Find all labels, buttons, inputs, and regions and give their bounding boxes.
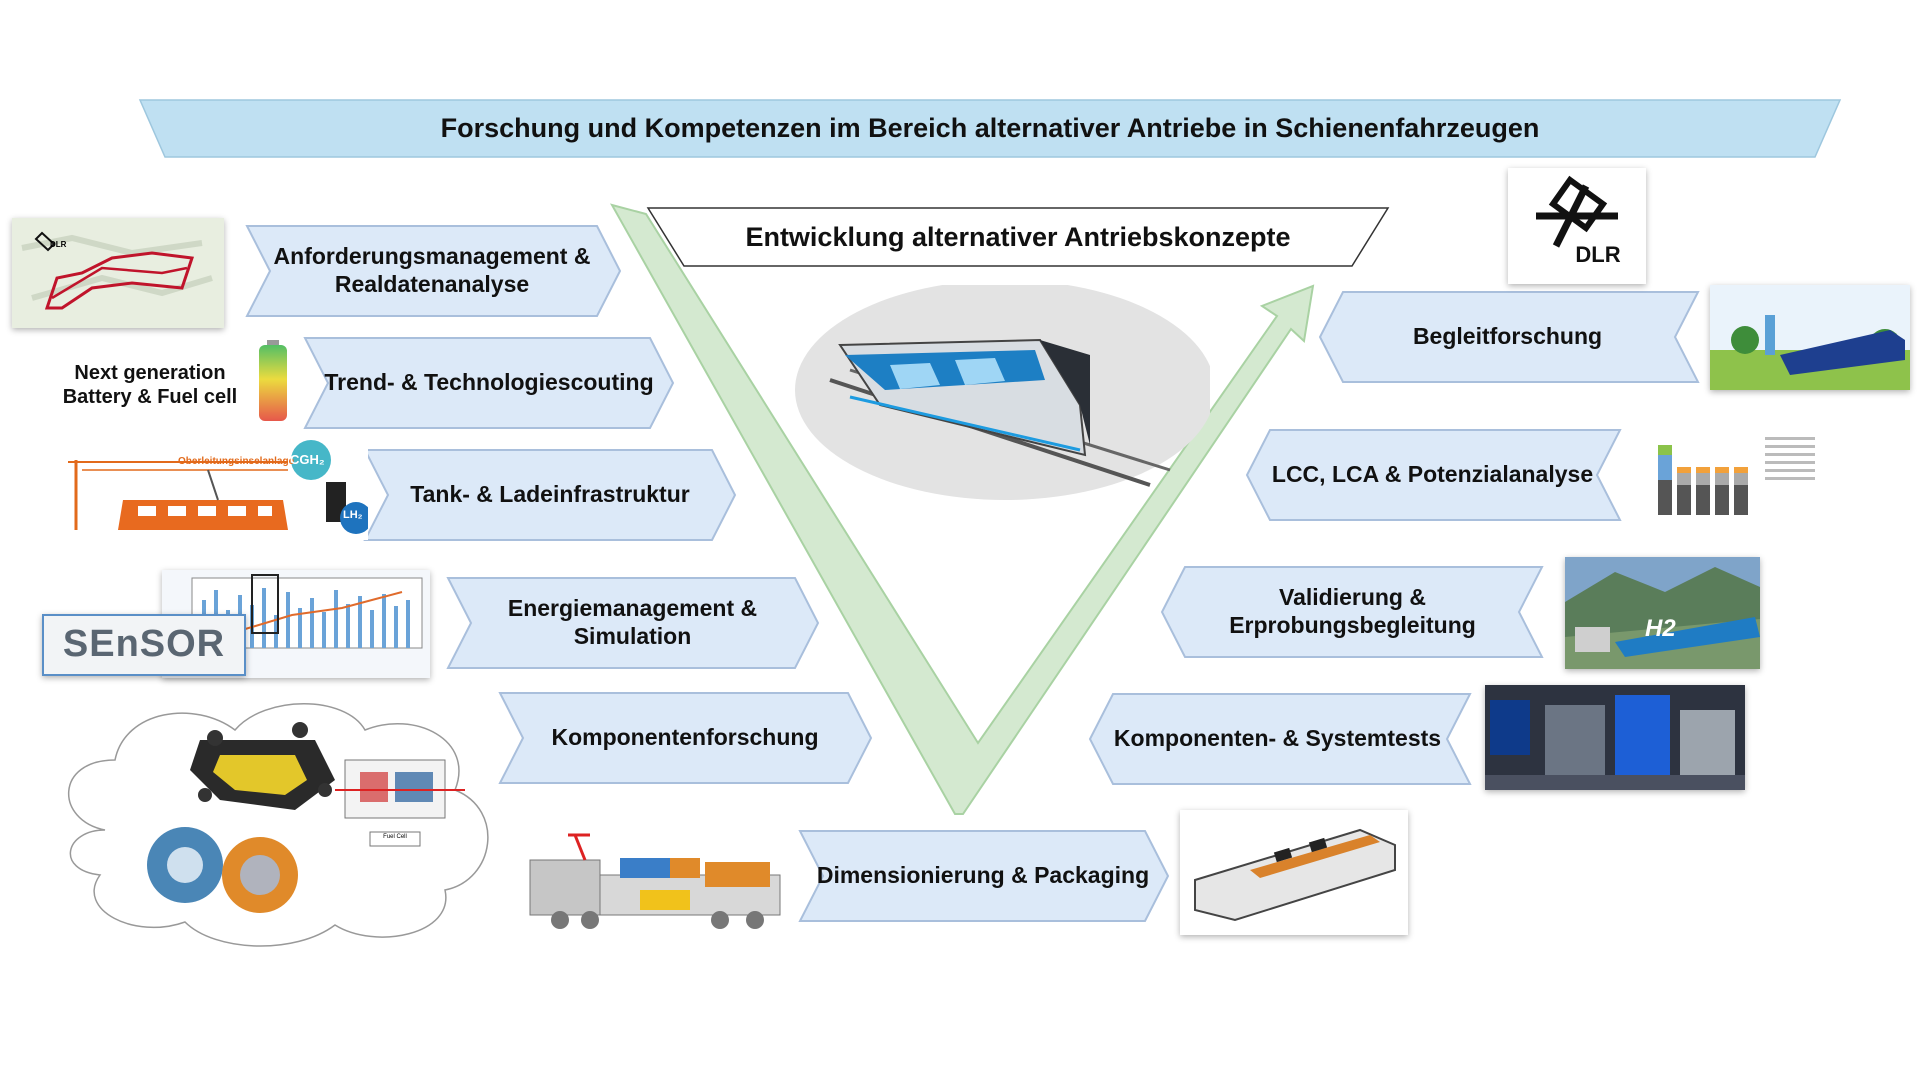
step-shape-tank (363, 449, 737, 541)
sensor-logo: SEnSOR (42, 614, 246, 676)
step-anforderungsmanagement: Anforderungsmanagement & Realdatenanalys… (273, 243, 591, 297)
fuel-cell-box-label: Fuel Cell (383, 834, 407, 840)
h2-train-text: H2 (1645, 615, 1676, 642)
dlr-logo: DLR (1508, 168, 1646, 284)
center-title: Entwicklung alternativer Antriebskonzept… (745, 221, 1291, 252)
overhead-line-label: Oberleitungsinselanlage (178, 456, 295, 467)
lcc-chart-image (1640, 425, 1835, 540)
step-tank-ladeinfrastruktur: Tank- & Ladeinfrastruktur (410, 481, 690, 508)
center-title-box (646, 207, 1390, 267)
step-energiemanagement: Energiemanagement & Simulation (507, 595, 758, 649)
step-begleitforschung: Begleitforschung (1412, 323, 1603, 350)
step-validierung: Validierung & Erprobungsbegleitung (1229, 584, 1476, 638)
battery-icon (259, 340, 287, 421)
title-banner (138, 99, 1842, 158)
step-dimensionierung-packaging: Dimensionierung & Packaging (816, 862, 1150, 889)
step-shape-komponenten (498, 692, 873, 784)
sensor-logo-text: SEnSOR (62, 623, 226, 666)
step-komponentenforschung: Komponentenforschung (551, 724, 819, 751)
step-shape-lcc (1245, 429, 1622, 521)
lh2-badge: LH₂ (343, 509, 363, 521)
step-komponenten-systemtests: Komponenten- & Systemtests (1113, 725, 1442, 752)
step-lcc-lca-potenzialanalyse: LCC, LCA & Potenzialanalyse (1271, 461, 1594, 488)
battery-fuel-cell-text: Next generation Battery & Fuel cell (62, 362, 238, 408)
step-shape-energie (446, 577, 820, 669)
step-shape-anforderung (245, 225, 622, 317)
begleitforschung-image (1710, 285, 1910, 390)
step-shape-dimensionierung (798, 830, 1170, 922)
map-logo-text: DLR (50, 240, 67, 249)
systemtests-photo (1485, 685, 1745, 790)
infrastructure-image (68, 440, 368, 540)
route-map-image: DLR (12, 218, 224, 328)
v-arrow (609, 203, 1315, 815)
validierung-photo: H2 (1565, 557, 1760, 669)
step-shape-validierung (1160, 566, 1544, 658)
page-title: Forschung und Kompetenzen im Bereich alt… (440, 113, 1540, 144)
train-concept-image (795, 285, 1210, 500)
packaging-railcar-image (1180, 810, 1408, 935)
dlr-logo-text: DLR (1575, 241, 1621, 267)
components-cloud-image (68, 703, 489, 947)
locomotive-image (529, 833, 781, 929)
step-shape-systemtests (1088, 693, 1472, 785)
cgh2-badge: CGH₂ (290, 452, 325, 467)
step-trend-technologiescouting: Trend- & Technologiescouting (324, 369, 654, 396)
step-shape-trend (303, 337, 675, 429)
step-shape-begleit (1318, 291, 1700, 383)
